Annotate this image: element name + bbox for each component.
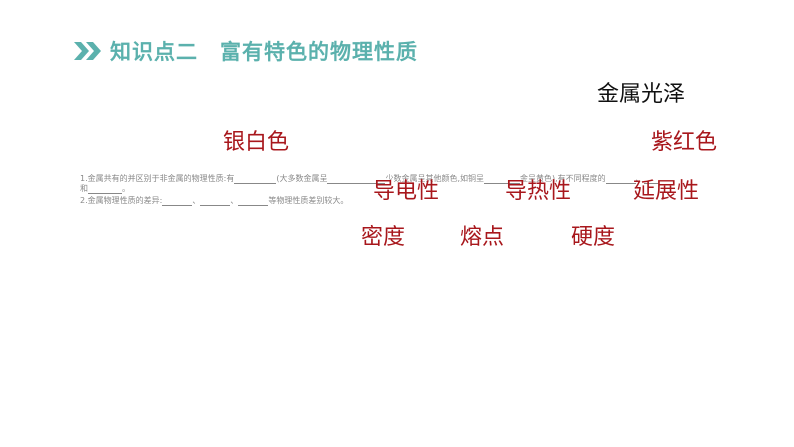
answer-purple-red: 紫红色 bbox=[651, 130, 718, 155]
blank-conductivity bbox=[605, 175, 636, 184]
blank-hardness bbox=[238, 197, 269, 206]
answer-metallic-luster: 金属光泽 bbox=[597, 82, 686, 107]
section-header: 知识点二 富有特色的物理性质 bbox=[72, 36, 418, 66]
question-line-2: 和。 bbox=[80, 184, 130, 194]
question-line-3: 2.金属物理性质的差异:、、等物理性质差别较大。 bbox=[80, 196, 349, 206]
answer-density: 密度 bbox=[361, 225, 406, 250]
blank-luster bbox=[234, 175, 277, 184]
answer-thermal-conductivity: 导热性 bbox=[505, 179, 572, 204]
blank-melting-point bbox=[200, 197, 231, 206]
answer-conductivity: 导电性 bbox=[373, 179, 440, 204]
answer-hardness: 硬度 bbox=[571, 225, 616, 250]
blank-silver-white bbox=[327, 175, 386, 184]
blank-density bbox=[162, 197, 193, 206]
double-chevron-icon bbox=[74, 42, 101, 60]
answer-ductility: 延展性 bbox=[633, 179, 700, 204]
blank-purple-red bbox=[484, 175, 520, 184]
blank-ductility bbox=[88, 185, 122, 194]
question-line-1: 1.金属共有的并区别于非金属的物理性质:有(大多数金属呈少数金属呈其他颜色,如铜… bbox=[80, 174, 658, 184]
answer-melting-point: 熔点 bbox=[460, 225, 505, 250]
answer-silver-white: 银白色 bbox=[223, 130, 290, 155]
blank-thermal bbox=[643, 175, 658, 184]
section-title: 知识点二 富有特色的物理性质 bbox=[110, 40, 418, 64]
